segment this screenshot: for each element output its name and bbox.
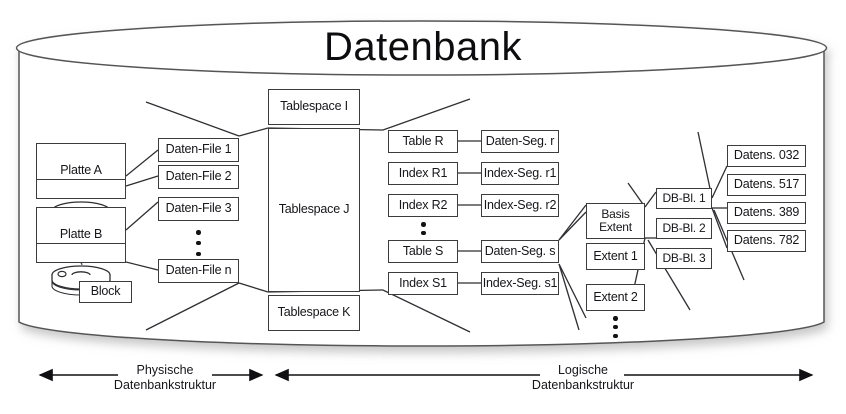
tablespace-box-i[interactable]: Tablespace I [268,89,360,125]
object-box-table-s[interactable]: Table S [388,240,458,263]
file-to-tablespace-connectors [145,101,269,331]
record-box-782[interactable]: Datens. 782 [727,230,806,252]
block-box[interactable]: Block [79,281,132,303]
object-box-table-r[interactable]: Table R [388,130,458,153]
db-block-box-2[interactable]: DB-Bl. 2 [656,218,712,239]
tablespace-box-j[interactable]: Tablespace J [268,128,360,292]
record-box-389[interactable]: Datens. 389 [727,202,806,224]
segment-to-extent-connectors [558,204,587,331]
record-box-032[interactable]: Datens. 032 [727,145,806,167]
data-file-box-2[interactable]: Daten-File 2 [158,165,239,189]
disk-platte-a[interactable]: Platte A [36,143,126,232]
segment-box-daten-seg-r[interactable]: Daten-Seg. r [481,130,559,153]
db-block-box-3[interactable]: DB-Bl. 3 [656,248,712,269]
data-file-box-n[interactable]: Daten-File n [158,259,239,283]
extent-box-basis[interactable]: Basis Extent [586,203,645,239]
data-file-box-3[interactable]: Daten-File 3 [158,197,239,221]
disk-to-file-connectors [125,149,159,271]
db-block-box-1[interactable]: DB-Bl. 1 [656,188,712,209]
segment-box-index-seg-s1[interactable]: Index-Seg. s1 [481,272,559,295]
segment-box-index-seg-r1[interactable]: Index-Seg. r1 [481,162,559,185]
tablespace-box-k[interactable]: Tablespace K [268,295,360,331]
object-box-index-r2[interactable]: Index R2 [388,194,458,217]
disk-platte-a-label: Platte A [37,161,125,180]
segment-box-index-seg-r2[interactable]: Index-Seg. r2 [481,194,559,217]
disk-platte-b-label: Platte B [37,225,125,244]
segment-box-daten-seg-s[interactable]: Daten-Seg. s [481,240,559,263]
data-file-ellipsis [194,230,203,256]
object-to-segment-links [458,140,481,284]
physical-structure-label: Physische Datenbankstruktur [113,363,217,392]
extent-box-2[interactable]: Extent 2 [586,284,645,311]
logical-structure-label: Logische Datenbankstruktur [531,363,635,392]
object-box-index-s1[interactable]: Index S1 [388,272,458,295]
record-box-517[interactable]: Datens. 517 [727,174,806,196]
page-title: Datenbank [324,25,522,69]
object-box-index-r1[interactable]: Index R1 [388,162,458,185]
extent-box-1[interactable]: Extent 1 [586,243,645,270]
data-file-box-1[interactable]: Daten-File 1 [158,138,239,162]
disk-platte-b[interactable]: Platte B [36,207,126,296]
extent-ellipsis [611,316,620,338]
